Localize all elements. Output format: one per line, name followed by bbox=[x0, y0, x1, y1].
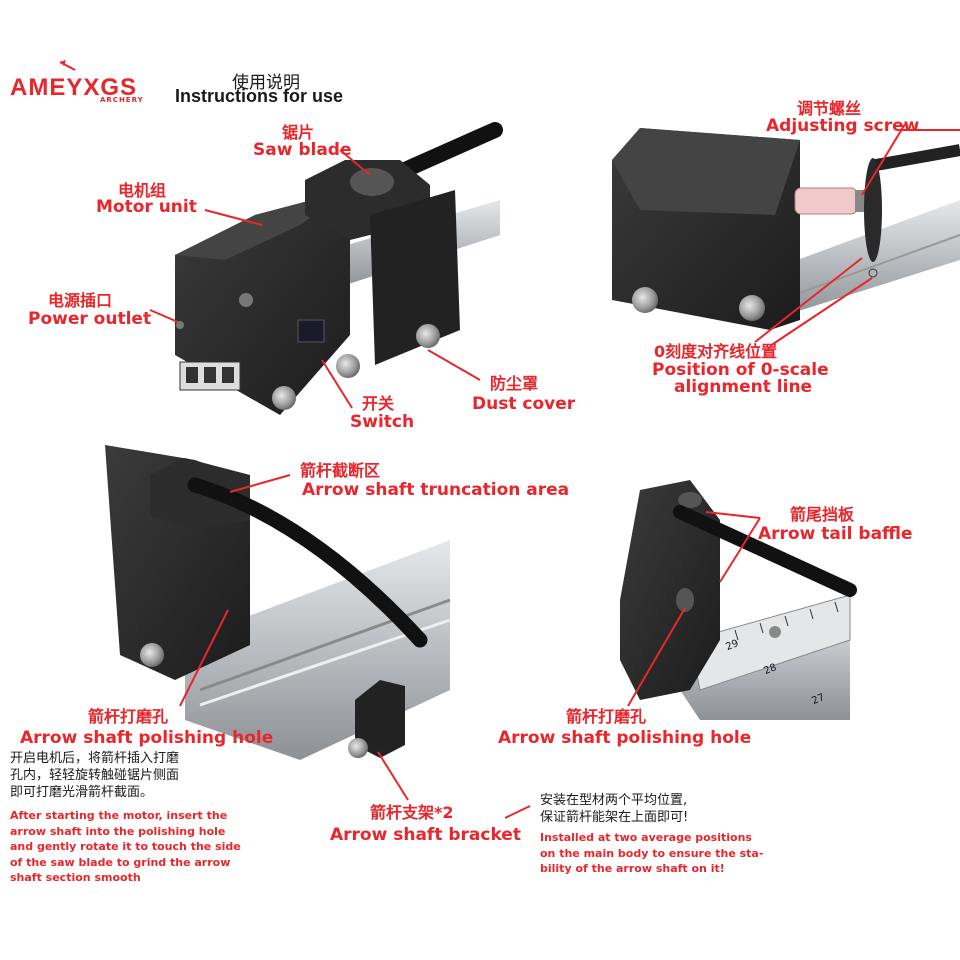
tail-baffle bbox=[620, 480, 720, 700]
adjusting-disc bbox=[864, 158, 882, 262]
polishing-hole bbox=[676, 588, 694, 612]
foot-knob bbox=[336, 354, 360, 378]
figure-truncation-area bbox=[105, 445, 451, 760]
foot-knob bbox=[140, 643, 164, 667]
dust-cover-label-cn: 防尘罩 bbox=[490, 374, 539, 393]
polishing-instructions-cn: 开启电机后，将箭杆插入打磨 孔内，轻轻旋转触碰锯片侧面 即可打磨光滑箭杆截面。 bbox=[10, 750, 179, 801]
tail-polishing-hole-label-cn: 箭杆打磨孔 bbox=[566, 707, 647, 726]
figure-motor-unit bbox=[175, 122, 503, 415]
note-line: of the saw blade to grind the arrow bbox=[10, 855, 231, 869]
adjusting-screw-label-cn: 调节螺丝 bbox=[797, 99, 862, 118]
saw-blade bbox=[350, 168, 394, 196]
arrow-shaft-bracket bbox=[355, 680, 405, 758]
note-line: 即可打磨光滑箭杆截面。 bbox=[10, 785, 154, 800]
note-line: 孔内，轻轻旋转触碰锯片侧面 bbox=[10, 768, 180, 783]
switch-label-en: Switch bbox=[350, 412, 415, 432]
note-line: 安装在型材两个平均位置, bbox=[540, 793, 688, 808]
note-line: bility of the arrow shaft on it! bbox=[540, 862, 725, 875]
note-line: After starting the motor, insert the bbox=[10, 809, 228, 822]
saw-blade-label-cn: 锯片 bbox=[282, 123, 315, 142]
leader-lines bbox=[149, 123, 960, 819]
truncation-area-label-cn: 箭杆截断区 bbox=[300, 461, 381, 480]
zero-scale-label-cn: 0刻度对齐线位置 bbox=[654, 342, 778, 361]
dust-cover-label-en: Dust cover bbox=[472, 394, 576, 414]
note-line: arrow shaft into the polishing hole bbox=[10, 824, 226, 838]
polishing-instructions-en: After starting the motor, insert the arr… bbox=[10, 808, 241, 886]
motor-unit-label-en: Motor unit bbox=[96, 197, 197, 217]
foot-knob bbox=[739, 295, 765, 321]
brand-subtitle: ARCHERY bbox=[100, 96, 144, 104]
bracket-note-en: Installed at two average positions on th… bbox=[540, 830, 763, 877]
page-title-cn: 使用说明 bbox=[232, 73, 300, 93]
polishing-hole-label-cn: 箭杆打磨孔 bbox=[88, 707, 169, 726]
bracket-note-cn: 安装在型材两个平均位置, 保证箭杆能架在上面即可! bbox=[540, 792, 688, 826]
foot-knob bbox=[632, 287, 658, 313]
bracket-label-cn: 箭杆支架*2 bbox=[370, 803, 454, 822]
note-line: on the main body to ensure the sta- bbox=[540, 846, 764, 860]
zero-scale-label-en-1: Position of 0-scale bbox=[652, 360, 829, 380]
power-outlet-label-en: Power outlet bbox=[28, 309, 152, 329]
figure-tail-baffle bbox=[620, 480, 857, 720]
note-line: 保证箭杆能架在上面即可! bbox=[540, 810, 689, 825]
bracket-label-en: Arrow shaft bracket bbox=[330, 825, 521, 845]
figure-adjusting-screw bbox=[612, 128, 960, 330]
arrow-shaft-rod bbox=[874, 144, 960, 171]
adjusting-screw-label-en: Adjusting screw bbox=[766, 116, 920, 136]
note-line: shaft section smooth bbox=[10, 871, 141, 884]
foot-knob bbox=[272, 386, 296, 410]
arrow-shaft-rod bbox=[187, 477, 428, 648]
saw-blade-label-en: Saw blade bbox=[253, 140, 352, 160]
zero-scale-label-en-2: alignment line bbox=[674, 377, 813, 397]
note-line: and gently rotate it to touch the side bbox=[10, 840, 241, 853]
switch bbox=[297, 319, 325, 343]
polishing-hole-label-en: Arrow shaft polishing hole bbox=[20, 728, 274, 748]
brand-logo: AMEYXGS bbox=[10, 74, 138, 101]
rail bbox=[770, 200, 960, 320]
tail-polishing-hole-label-en: Arrow shaft polishing hole bbox=[498, 728, 752, 748]
brand-logo-graphic bbox=[59, 60, 76, 71]
note-line: 开启电机后，将箭杆插入打磨 bbox=[10, 751, 180, 766]
adjusting-screw-coupler bbox=[794, 187, 858, 215]
tail-baffle-label-cn: 箭尾挡板 bbox=[790, 505, 855, 524]
power-outlet-label-cn: 电源插口 bbox=[48, 291, 113, 310]
arrow-shaft-rod bbox=[673, 505, 857, 597]
switch-label-cn: 开关 bbox=[362, 394, 395, 413]
motor-unit-label-cn: 电机组 bbox=[118, 181, 167, 200]
truncation-area-label-en: Arrow shaft truncation area bbox=[302, 480, 570, 500]
tail-baffle-label-en: Arrow tail baffle bbox=[758, 524, 913, 544]
page-title-en: Instructions for use bbox=[175, 86, 344, 106]
foot-knob bbox=[416, 324, 440, 348]
dust-cover bbox=[370, 190, 460, 365]
note-line: Installed at two average positions bbox=[540, 831, 752, 844]
